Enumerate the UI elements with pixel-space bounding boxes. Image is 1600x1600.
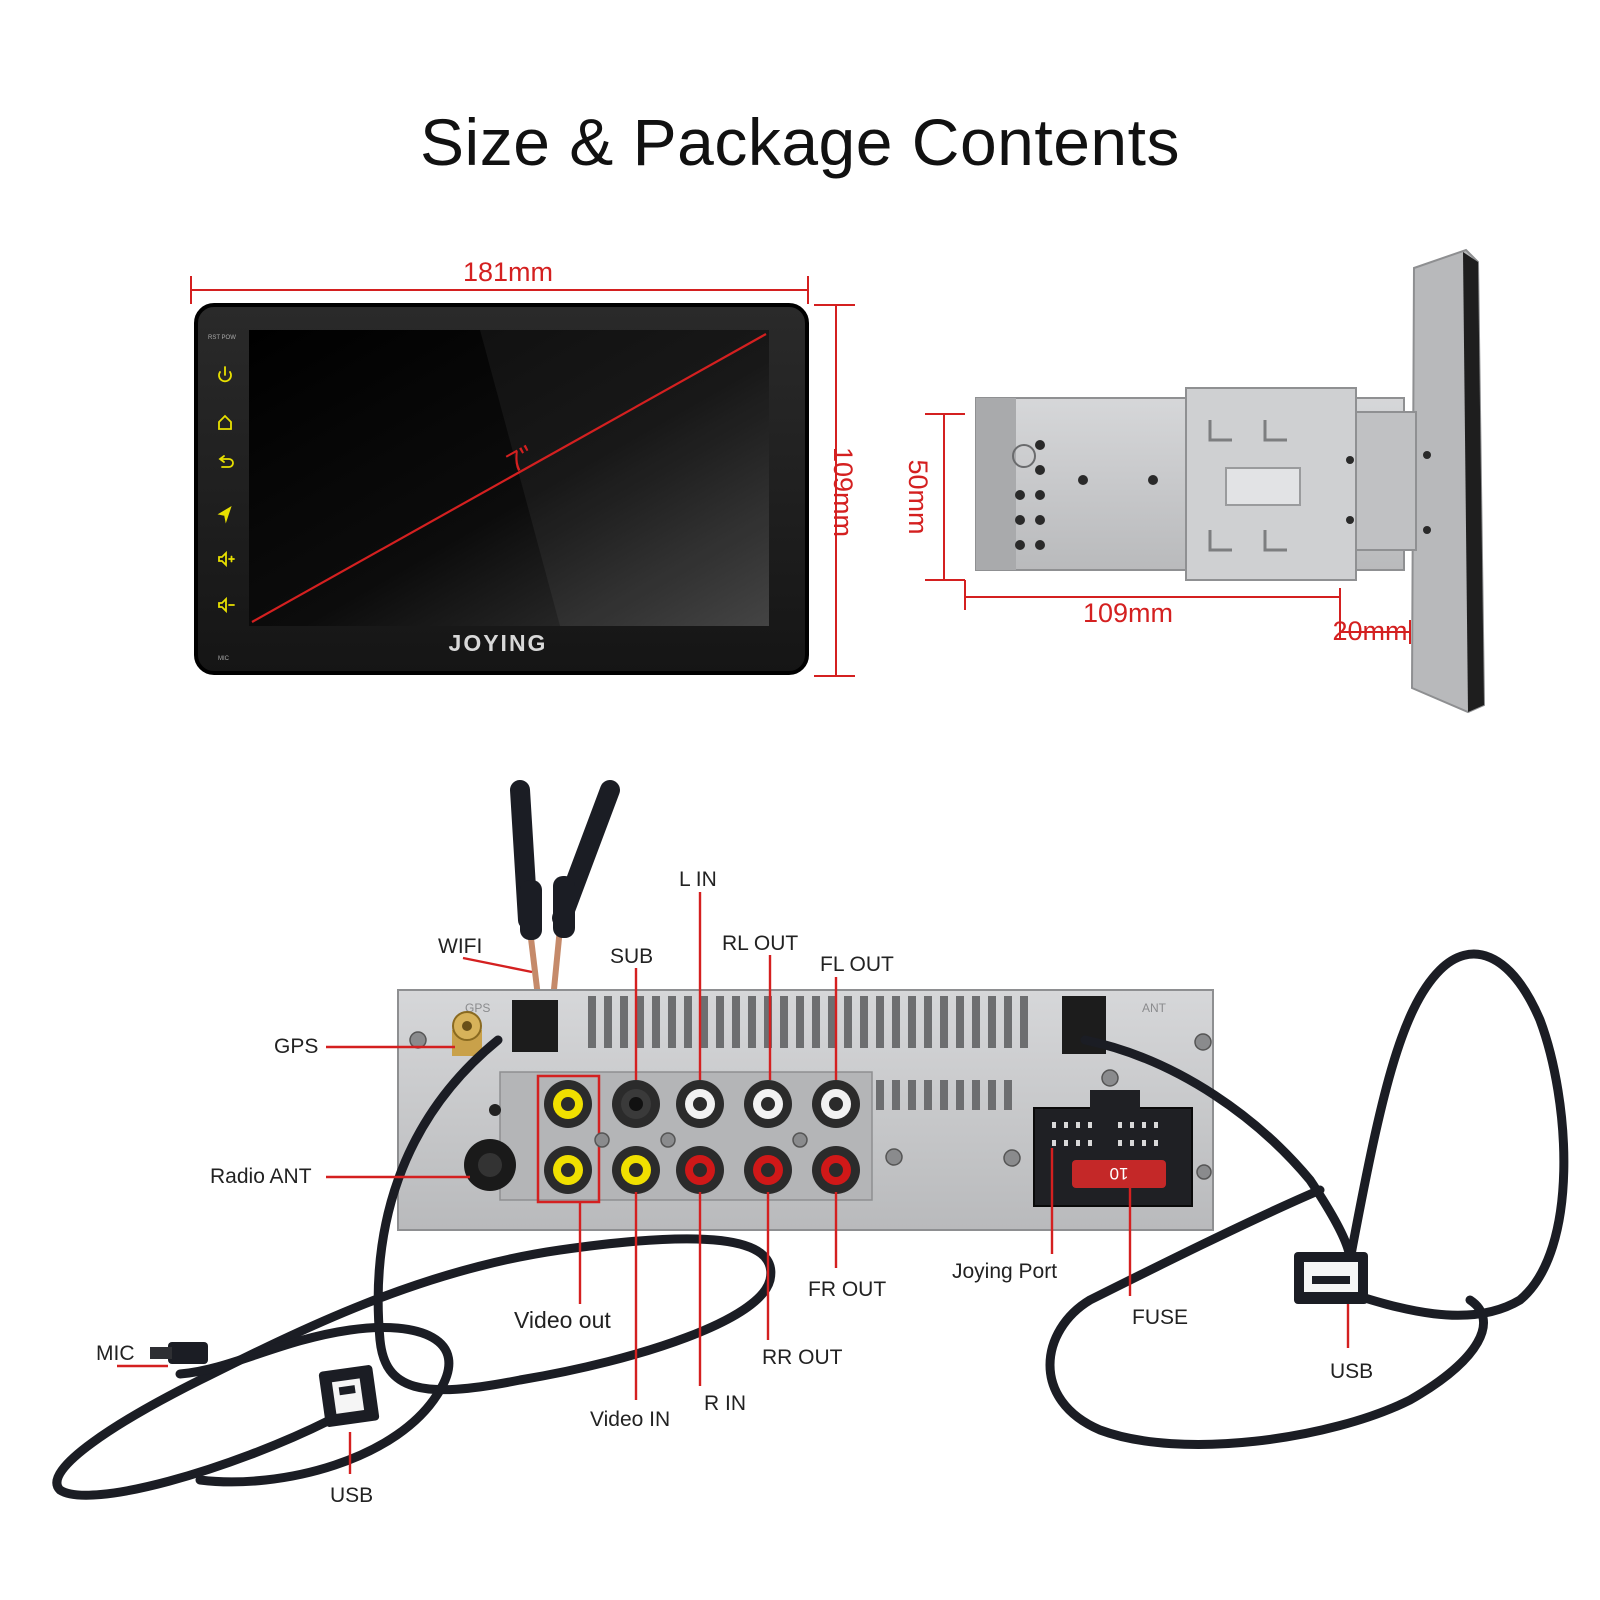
page-title: Size & Package Contents — [420, 105, 1180, 179]
label-rr-out: RR OUT — [762, 1346, 843, 1369]
usb-right-connector — [1294, 1252, 1368, 1304]
usb-left-connector — [318, 1365, 380, 1427]
side-view: 50mm 109mm 20mm — [903, 248, 1486, 714]
label-l-in: L IN — [679, 868, 717, 891]
side-front-depth-label: 20mm — [1332, 616, 1407, 646]
label-fr-out: FR OUT — [808, 1278, 886, 1301]
chassis-ant-text: ANT — [1142, 1001, 1167, 1015]
label-sub: SUB — [610, 945, 653, 968]
gps-connector — [452, 1011, 482, 1056]
fuse-element — [1072, 1160, 1166, 1188]
height-label: 109mm — [828, 447, 858, 537]
label-wifi: WIFI — [438, 935, 482, 958]
label-video-out: Video out — [514, 1307, 611, 1333]
label-fl-out: FL OUT — [820, 953, 894, 976]
label-fuse: FUSE — [1132, 1306, 1188, 1329]
label-r-in: R IN — [704, 1392, 746, 1415]
label-usb-left: USB — [330, 1484, 373, 1507]
brand-logo: JOYING — [449, 630, 548, 656]
top-tiny-text: RST POW — [208, 335, 236, 341]
back-icon[interactable] — [218, 455, 234, 468]
side-depth-label: 109mm — [1083, 598, 1173, 628]
fuse-value: 10 — [1110, 1164, 1129, 1183]
wifi-antenna — [510, 780, 620, 1031]
front-view: RST POW MIC JOYING 7" — [190, 257, 858, 677]
diagonal-line — [251, 333, 767, 623]
width-label: 181mm — [463, 257, 553, 287]
side-height-label: 50mm — [903, 459, 933, 534]
label-mic: MIC — [96, 1342, 135, 1365]
volume-up-icon[interactable] — [218, 550, 235, 568]
joying-port: 10 — [1033, 1090, 1193, 1207]
label-video-in: Video IN — [590, 1408, 670, 1431]
navigation-icon[interactable] — [217, 505, 232, 524]
radio-ant-connector — [464, 1104, 516, 1191]
label-gps: GPS — [274, 1035, 318, 1058]
chassis-gps-text: GPS — [465, 1001, 490, 1015]
label-rl-out: RL OUT — [722, 932, 798, 955]
rca-jacks — [544, 1080, 860, 1194]
rear-view: GPS ANT — [397, 780, 1214, 1231]
bottom-tiny-text: MIC — [218, 656, 230, 662]
label-radio-ant: Radio ANT — [210, 1165, 312, 1188]
label-joying-port: Joying Port — [952, 1260, 1057, 1283]
mic-plug — [150, 1342, 208, 1364]
volume-down-icon[interactable] — [218, 596, 235, 614]
power-icon[interactable] — [218, 366, 232, 383]
home-icon[interactable] — [218, 414, 232, 430]
leader-lines — [117, 892, 1350, 1474]
label-usb-right: USB — [1330, 1360, 1373, 1383]
